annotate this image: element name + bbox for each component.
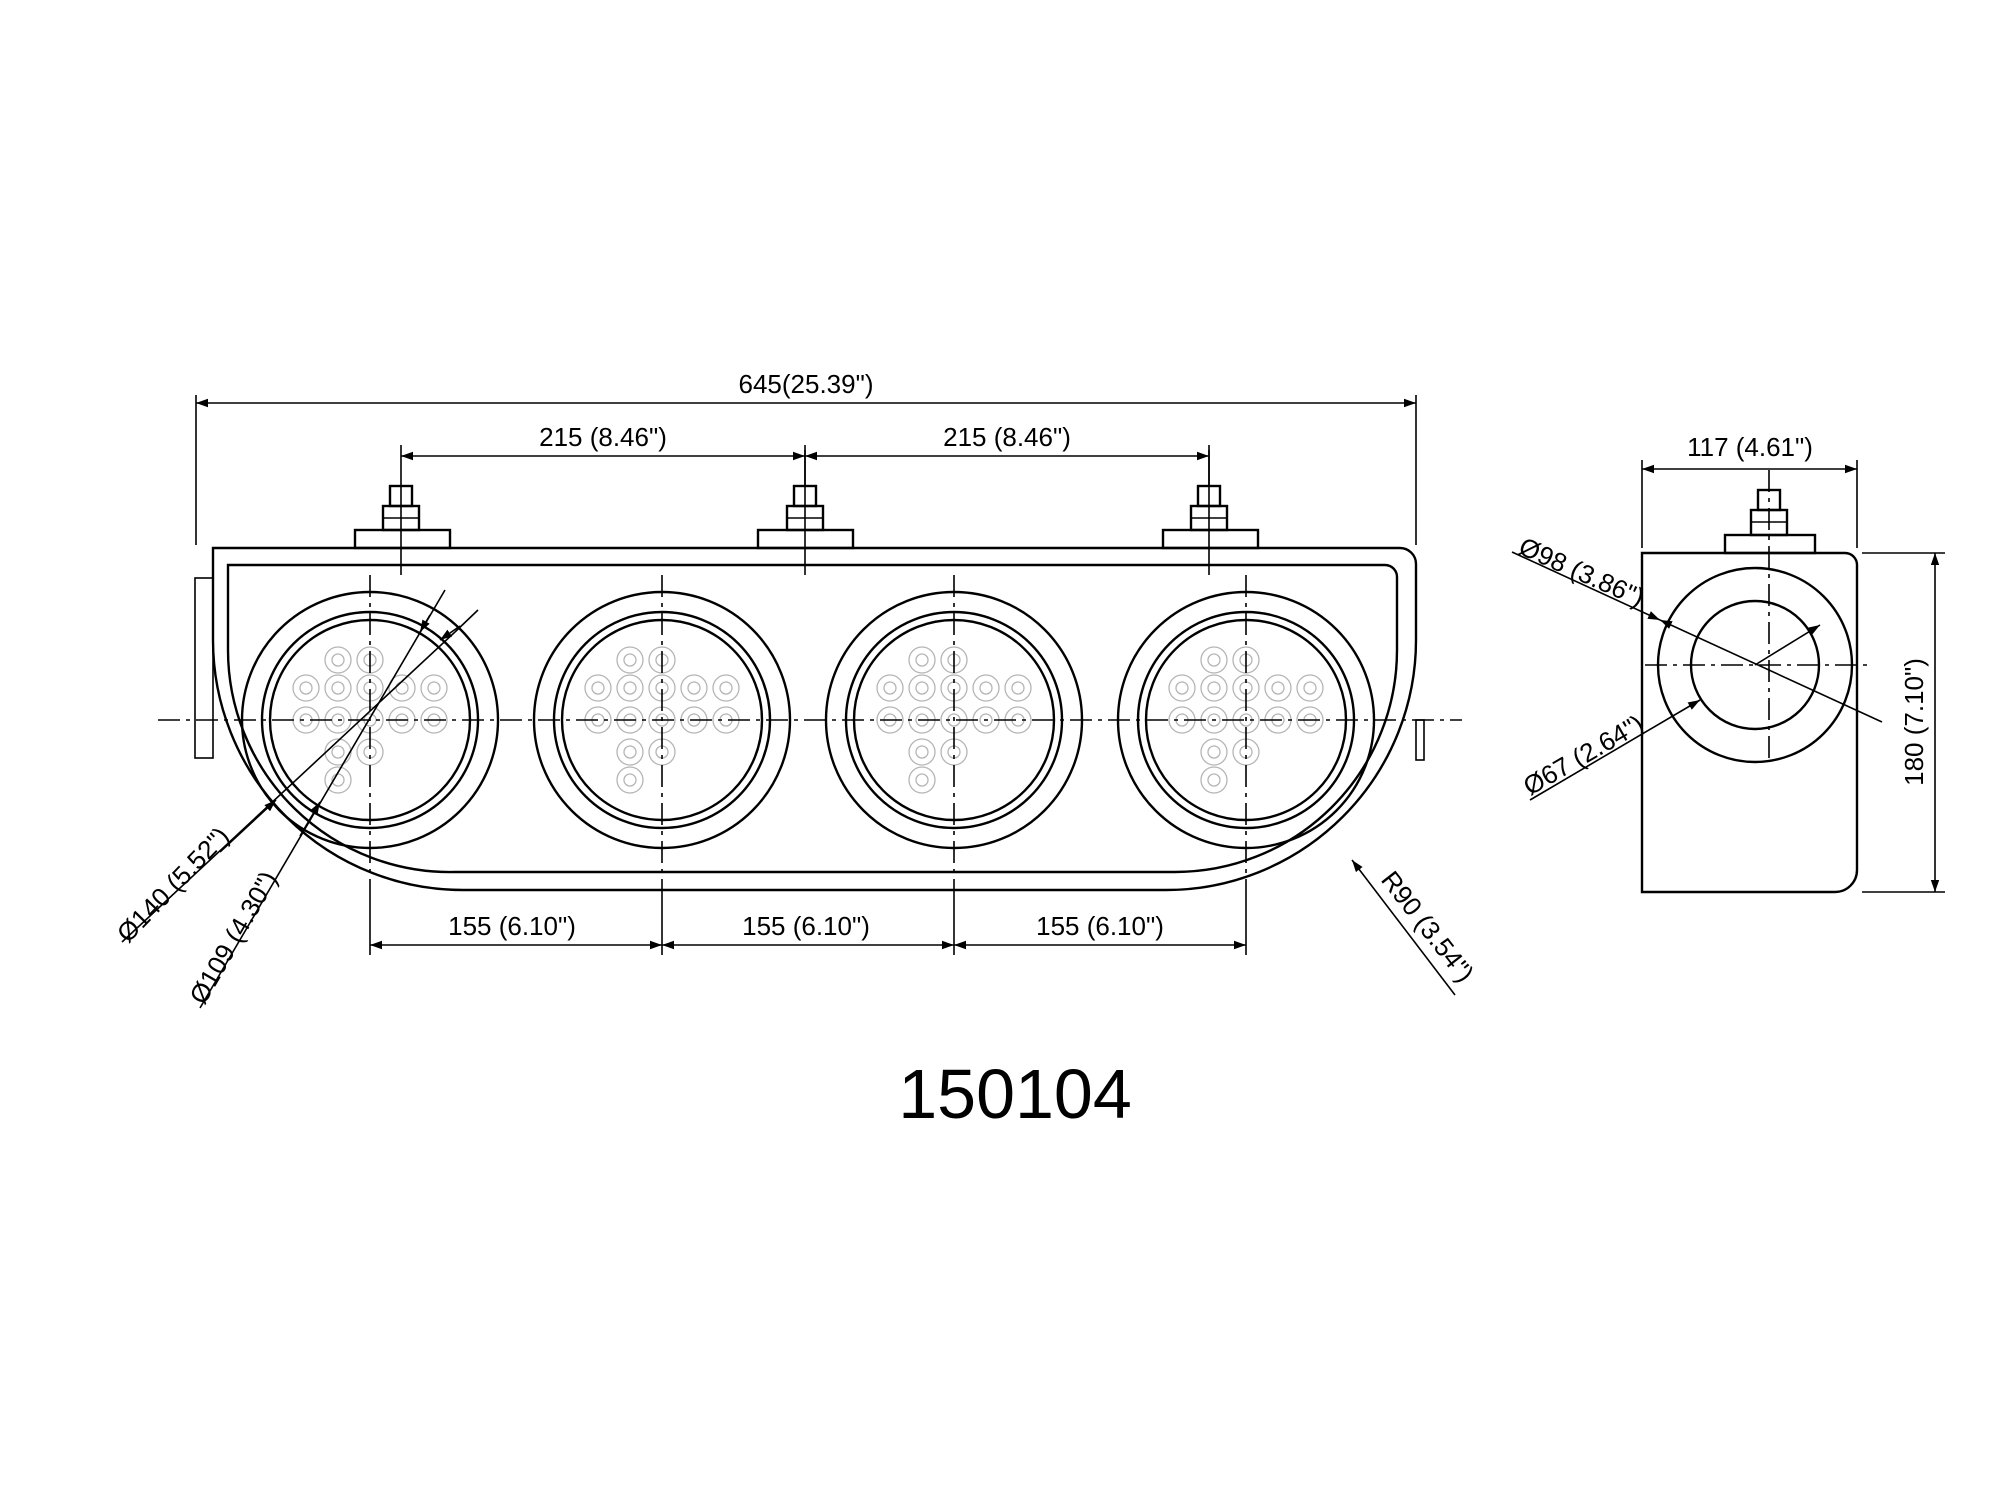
mounting-bolt-3 <box>1161 484 1260 550</box>
right-end-tab <box>1415 719 1425 761</box>
front-view: 645(25.39") 215 (8.46") 215 (8.46") 155 … <box>111 369 1480 1009</box>
bolt-spacing-left-label: 215 (8.46") <box>539 422 667 452</box>
side-mounting-bolt <box>1723 488 1817 555</box>
lamp-pitch-1-label: 155 (6.10") <box>448 911 576 941</box>
lens-diameter-label: Ø109 (4.30") <box>183 866 283 1009</box>
corner-radius-leader: R90 (3.54") <box>1351 859 1480 996</box>
side-height-label: 180 (7.10") <box>1899 658 1929 786</box>
lamp-pitch-dimension: 155 (6.10") 155 (6.10") 155 (6.10") <box>369 880 1247 955</box>
ring-diameter-leader: Ø140 (5.52") <box>111 609 479 948</box>
left-end-tab <box>194 577 214 759</box>
mounting-bolt-1 <box>353 484 452 550</box>
side-height-dimension: 180 (7.10") <box>1862 552 1945 893</box>
bolt-spacing-right-label: 215 (8.46") <box>943 422 1071 452</box>
corner-radius-label: R90 (3.54") <box>1375 865 1480 988</box>
lens-diameter-leader: Ø109 (4.30") <box>183 589 446 1009</box>
ring-diameter-label: Ø140 (5.52") <box>111 821 235 948</box>
bolt-spacing-dimension: 215 (8.46") 215 (8.46") <box>400 422 1210 486</box>
overall-width-dimension: 645(25.39") <box>195 369 1417 545</box>
side-depth-dimension: 117 (4.61") <box>1641 432 1858 548</box>
housing-outline <box>211 546 1418 892</box>
side-housing-outline <box>1640 551 1859 894</box>
housing-inner-outline <box>226 563 1399 874</box>
side-outer-diameter-label: Ø98 (3.86") <box>1515 531 1649 613</box>
side-view: 117 (4.61") 180 (7.10") Ø98 (3.86") Ø67 … <box>1511 432 1945 894</box>
front-center-lines <box>158 450 1462 880</box>
overall-width-label: 645(25.39") <box>739 369 874 399</box>
side-depth-label: 117 (4.61") <box>1687 432 1813 462</box>
part-number: 150104 <box>898 1055 1132 1133</box>
lamp-pitch-2-label: 155 (6.10") <box>742 911 870 941</box>
side-inner-diameter-label: Ø67 (2.64") <box>1518 708 1649 801</box>
side-inner-diameter-leader: Ø67 (2.64") <box>1518 624 1821 801</box>
lamp-pitch-3-label: 155 (6.10") <box>1036 911 1164 941</box>
